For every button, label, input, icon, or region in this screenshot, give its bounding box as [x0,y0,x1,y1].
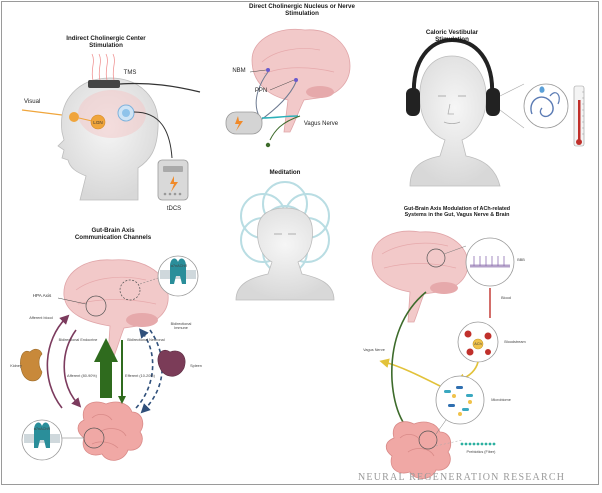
head-meditation [235,207,335,301]
panel-caloric [406,37,585,187]
title-meditation: Meditation [269,169,301,176]
label-microbiome: Microbiome [491,398,511,402]
tms-field [91,53,115,81]
title-indirect: Indirect Cholinergic Center Stimulation [66,35,146,49]
vagus-lead [261,115,299,119]
label-bidir-immune: Bidirectional Immune [170,322,192,331]
blood-cell-icon [464,330,492,356]
watermark: NEURAL REGENERATION RESEARCH [358,472,566,483]
panel-indirect [21,53,201,201]
bacteria-icon [444,386,473,416]
headphones-icon [411,37,495,97]
label-lgn: LGN [93,120,103,125]
panel-meditation [235,181,335,301]
brain-channels [63,259,169,357]
label-bloodstream: Bloodstream [504,340,526,344]
label-tms: TMS [123,70,137,76]
tms-cable [119,82,201,93]
nbm-point [266,68,270,72]
receptor-icon-bottom [21,419,63,461]
optic-line [78,117,93,122]
bbb-zoom [465,237,515,287]
eye-marker [69,112,79,122]
hpa-circle [85,295,107,317]
coil-icon [88,80,120,88]
receptor-icon [157,255,199,297]
label-bidir-endocrine: Bidirectional Endocrine [58,338,98,342]
figure-frame [1,1,599,485]
lgn-marker [90,114,106,130]
label-nbm: NBM [232,68,246,74]
brain-sagittal-direct [251,28,351,133]
label-visual: Visual [24,99,41,105]
panel-direct [225,28,351,148]
label-vagus-mod: Vagus Nerve [363,348,385,352]
spleen-icon [157,349,186,377]
label-tdcs: tDCS [166,206,182,212]
label-ach: ACh [474,342,482,346]
label-blood: Blood [501,296,511,300]
label-kidney: Kidney [10,364,22,368]
label-bbb: BBB [517,258,525,262]
label-vagus-direct: Vagus Nerve [303,121,339,127]
title-direct: Direct Cholinergic Nucleus or Nerve Stim… [249,3,355,17]
label-afferent-blood: Afferent blood [29,316,53,320]
ppn-point [294,78,298,82]
label-ppn: PPN [254,88,268,94]
label-prebiotics: Prebiotics (Fiber) [466,450,496,454]
label-afferent-vagal: Afferent (80-90%) [67,374,97,378]
panel-gutbrain-modulation [371,230,515,479]
label-bidir-neuronal: Bidirectional Neuronal [127,338,165,342]
tdcs-pad-inner [122,109,130,117]
label-receptor-bottom: α7nAChR [33,427,51,431]
label-spleen: Spleen [190,364,202,368]
head-front-caloric [409,55,501,187]
panel-gutbrain-channels [20,255,199,461]
fiber-icon [460,442,496,446]
kidney-icon [20,348,43,382]
tdcs-cable [133,111,173,159]
label-hpa: HPA Axis [32,293,52,298]
title-gutbrain-channels: Gut-Brain Axis Communication Channels [74,227,152,241]
title-gutbrain-modulation: Gut-Brain Axis Modulation of ACh-related… [403,206,511,219]
blood-arrow [46,314,70,409]
ear-inner-icon [523,83,569,129]
cerebellum-1 [306,86,334,98]
label-receptor-top: α7nAChR [170,264,188,268]
microbiome-zoom [435,375,485,425]
stimulator-icon [225,111,263,135]
afferent-arrow [94,338,118,398]
title-caloric: Caloric Vestibular Stimulation [425,29,479,43]
label-efferent-vagal: Efferent (10-20%) [125,374,155,378]
